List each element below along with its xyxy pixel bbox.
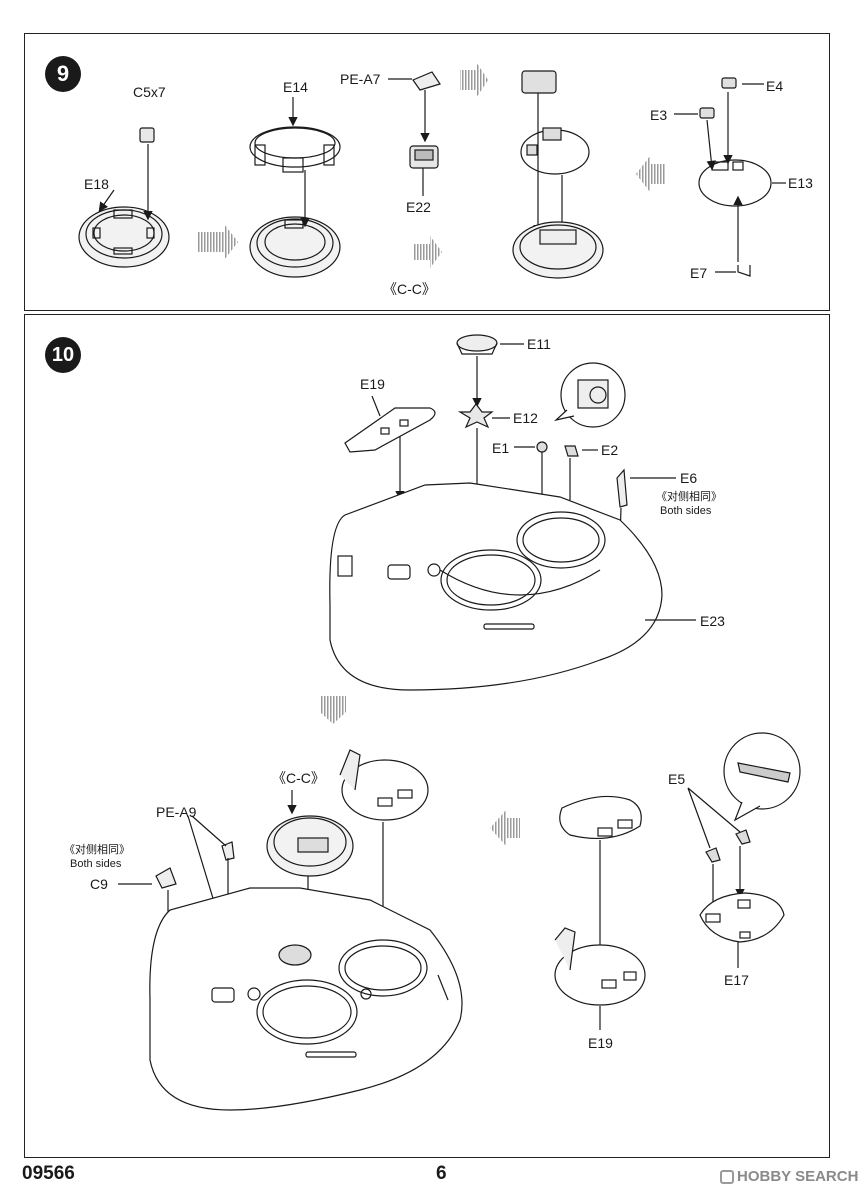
label-both-sides-cn-2: 《对侧相同》 [64, 844, 130, 856]
e3-part [699, 107, 715, 119]
step-10-badge: 10 [45, 337, 81, 373]
pe-a7-part [412, 71, 441, 91]
step-9-badge: 9 [45, 56, 81, 92]
label-both-sides-1: Both sides [660, 505, 712, 517]
page-number: 6 [436, 1163, 447, 1184]
e17-part [699, 892, 785, 943]
hull-bottom-assembly [149, 887, 463, 1111]
label-e11: E11 [527, 336, 551, 352]
kit-code: 09566 [22, 1163, 75, 1184]
label-e1: E1 [492, 440, 510, 456]
step-9-panel [24, 33, 830, 311]
label-e12: E12 [513, 410, 538, 426]
watermark-text: HOBBY SEARCH [737, 1168, 859, 1185]
watermark: HOBBY SEARCH [720, 1168, 858, 1185]
e18-ring-part [78, 206, 170, 268]
label-e6: E6 [680, 470, 698, 486]
label-both-sides-cn-1: 《对侧相同》 [656, 491, 722, 503]
label-c5x7: C5x7 [133, 84, 166, 100]
label-pe-a7: PE-A7 [340, 71, 381, 87]
e1-part [536, 441, 548, 453]
label-e7: E7 [690, 265, 708, 281]
e7-part [737, 265, 751, 277]
label-c9: C9 [90, 876, 108, 892]
c-c-assembly-top [520, 70, 590, 175]
label-e14: E14 [283, 79, 308, 95]
e13-hatch-part [698, 159, 772, 207]
label-c-c-step10: 《C-C》 [272, 770, 325, 786]
label-pe-a9: PE-A9 [156, 804, 197, 820]
label-e5: E5 [668, 771, 686, 787]
c-c-assembly-base [512, 221, 604, 279]
detail-bubble-top [553, 362, 626, 428]
label-e22: E22 [406, 199, 431, 215]
e2-part [564, 445, 579, 457]
label-e2: E2 [601, 442, 619, 458]
step-10-panel [24, 314, 830, 1158]
e14-ring-part [249, 126, 341, 173]
pe-a9-part [221, 841, 235, 861]
open-hatch-lid [339, 749, 429, 821]
e12-part [457, 403, 494, 429]
c-c-assembly-step10 [266, 815, 354, 877]
e4-part [721, 77, 737, 89]
label-e13: E13 [788, 175, 813, 191]
e11-part [456, 334, 498, 355]
e22-part [409, 145, 439, 169]
e5-parts [705, 829, 751, 863]
label-both-sides-2: Both sides [70, 858, 122, 870]
e19-assembly [554, 927, 646, 1006]
label-e17: E17 [724, 972, 749, 988]
label-e18: E18 [84, 176, 109, 192]
label-e23: E23 [700, 613, 725, 629]
c5x7-part [139, 127, 155, 143]
label-e4: E4 [766, 78, 784, 94]
e14-base-part [249, 216, 341, 278]
e23-hull-part [329, 482, 663, 691]
label-e3: E3 [650, 107, 668, 123]
e19-top-part [344, 407, 436, 453]
label-e19-top: E19 [360, 376, 385, 392]
e6-part [616, 468, 628, 508]
detail-bubble-e5 [723, 732, 801, 822]
c9-part [155, 867, 177, 889]
e19-lid-part [559, 795, 642, 840]
hobby-search-logo-icon [720, 1170, 734, 1184]
label-e19-bottom: E19 [588, 1035, 613, 1051]
label-c-c-step9: 《C-C》 [383, 281, 436, 297]
